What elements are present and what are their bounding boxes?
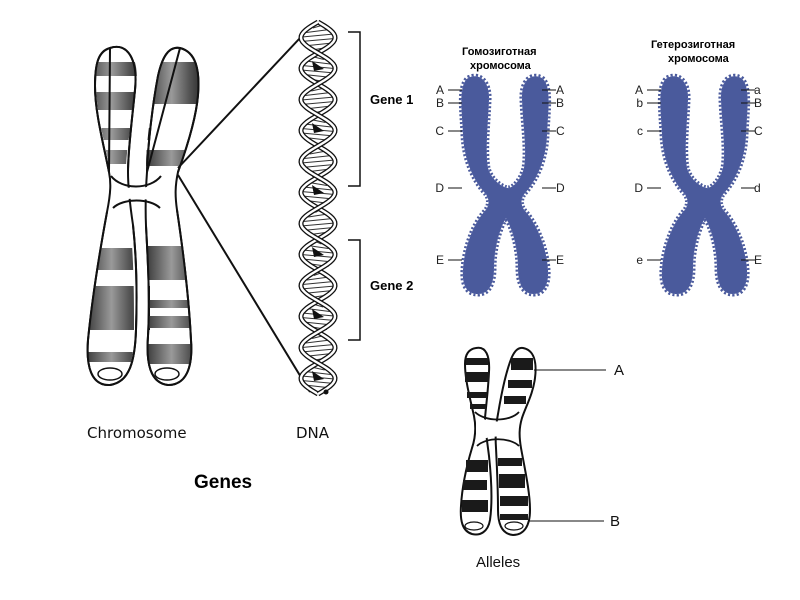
dna-base-pair bbox=[303, 155, 333, 159]
dna-base-pair bbox=[303, 218, 333, 222]
alleles-chromosome: A B bbox=[459, 346, 624, 537]
locus-label: E bbox=[754, 253, 762, 267]
chromosome-caption: Chromosome bbox=[87, 424, 187, 442]
locus-label: B bbox=[754, 96, 762, 110]
locus-label: A bbox=[436, 83, 444, 97]
locus-label: A bbox=[635, 83, 643, 97]
dna-base-pair bbox=[305, 339, 331, 344]
dna-base-pair bbox=[306, 276, 330, 281]
locus-label: C bbox=[556, 124, 565, 138]
homozygous-title-1: Гомозиготная bbox=[462, 46, 537, 58]
locus-label: e bbox=[636, 253, 643, 267]
dna-base-pair bbox=[301, 38, 335, 42]
dna-base-pair bbox=[302, 281, 334, 285]
dna-shading bbox=[312, 123, 324, 133]
dna-base-pair bbox=[303, 186, 333, 191]
heterozygous-title-2: хромосома bbox=[668, 53, 730, 65]
locus-label: B bbox=[436, 96, 444, 110]
allele-b-label: B bbox=[610, 513, 620, 530]
locus-label: d bbox=[754, 181, 761, 195]
gene1-bracket bbox=[348, 31, 361, 187]
alleles-bands bbox=[462, 358, 533, 520]
dna-base-pair bbox=[301, 380, 335, 384]
zoom-line-bottom bbox=[177, 174, 311, 393]
locus-label: D bbox=[634, 181, 643, 195]
dna-base-pair bbox=[305, 60, 331, 65]
locus-label: D bbox=[435, 181, 444, 195]
dna-base-pair bbox=[300, 222, 336, 227]
dna-base-pair bbox=[302, 33, 334, 38]
dna-base-pair bbox=[301, 96, 335, 101]
allele-a-label: A bbox=[614, 362, 624, 379]
zoom-line-top bbox=[177, 37, 301, 169]
dna-base-pair bbox=[301, 344, 335, 348]
dna-base-pair bbox=[301, 132, 335, 137]
dna-base-pair bbox=[301, 159, 335, 164]
homozygous-chromosome-shape bbox=[458, 73, 552, 297]
gene1-label: Gene 1 bbox=[370, 92, 413, 107]
dna-shading bbox=[312, 309, 324, 319]
big-chromosome bbox=[86, 45, 200, 387]
blue-chromosome-body bbox=[458, 73, 552, 297]
locus-label: C bbox=[435, 124, 444, 138]
gene2-bracket bbox=[348, 239, 361, 341]
dna-shading bbox=[312, 371, 324, 381]
dna-strand-b-inner bbox=[299, 20, 337, 396]
locus-label: b bbox=[636, 96, 643, 110]
dna-base-pair bbox=[300, 285, 336, 290]
locus-label: E bbox=[436, 253, 444, 267]
dna-base-pair bbox=[305, 92, 331, 96]
dna-base-pair bbox=[306, 29, 330, 33]
dna-base-pair bbox=[301, 348, 335, 353]
homozygous-left-labels: ABC D E bbox=[435, 83, 462, 267]
gene2-label: Gene 2 bbox=[370, 278, 413, 293]
locus-label: C bbox=[754, 124, 763, 138]
dna-base-pair bbox=[305, 371, 331, 375]
locus-label: E bbox=[556, 253, 564, 267]
alleles-caption: Alleles bbox=[476, 554, 520, 571]
heterozygous-chromosome-shape bbox=[657, 73, 751, 297]
dna-caption: DNA bbox=[296, 424, 330, 442]
dna-shading bbox=[312, 247, 324, 257]
dna-base-pair bbox=[304, 123, 332, 128]
homozygous-right-labels: ABC D E bbox=[542, 83, 565, 267]
dna-base-pair bbox=[301, 101, 335, 105]
locus-label: B bbox=[556, 96, 564, 110]
locus-label: a bbox=[754, 83, 761, 97]
dna-base-pair bbox=[301, 317, 335, 321]
gene-brackets bbox=[348, 31, 361, 341]
dna-base-pair bbox=[301, 69, 335, 74]
locus-label: A bbox=[556, 83, 564, 97]
dna-base-pair bbox=[306, 308, 330, 312]
dna-helix bbox=[298, 19, 338, 397]
genes-caption: Genes bbox=[194, 472, 252, 493]
locus-label: D bbox=[556, 181, 565, 195]
blue-chromosome-body bbox=[657, 73, 751, 297]
dna-end-dot bbox=[323, 389, 329, 395]
dna-shading bbox=[312, 185, 324, 195]
locus-label: c bbox=[637, 124, 643, 138]
dna-shading bbox=[312, 61, 324, 71]
big-centromere bbox=[112, 178, 160, 206]
homozygous-title-2: хромосома bbox=[470, 60, 532, 72]
heterozygous-title-1: Гетерозиготная bbox=[651, 39, 735, 51]
